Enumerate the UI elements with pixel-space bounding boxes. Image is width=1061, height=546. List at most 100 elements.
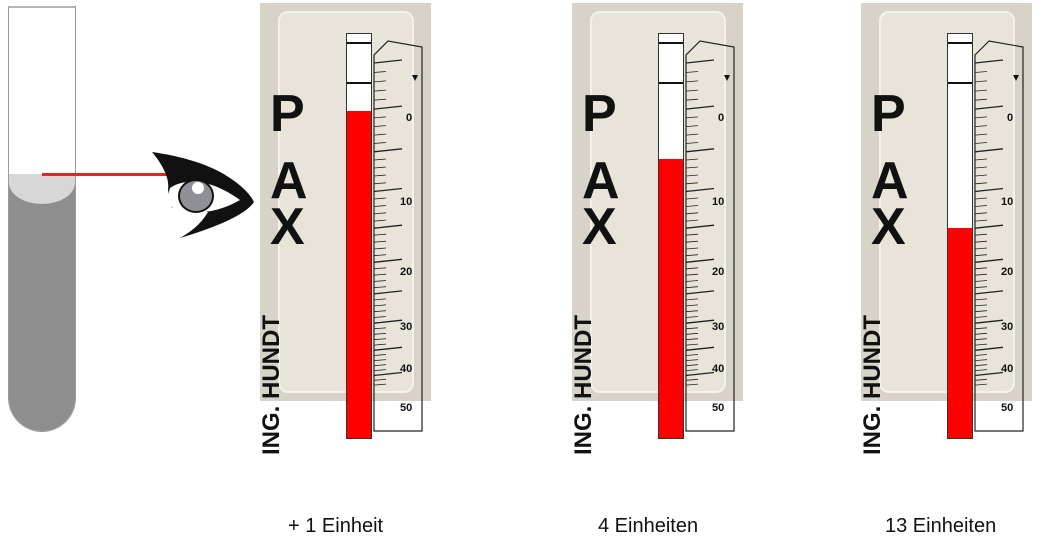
scale-tick — [974, 383, 988, 386]
scale-label: 0 — [1007, 112, 1014, 124]
scale-tick — [373, 125, 387, 127]
scale-tick — [974, 371, 1004, 377]
scale-tick — [974, 133, 988, 136]
scale-tick — [974, 338, 988, 341]
zero-arrow — [412, 75, 418, 81]
scale-tick — [685, 319, 715, 324]
caption-1: + 1 Einheit — [288, 515, 384, 537]
tube-liquid — [9, 176, 75, 431]
scale-tick — [373, 205, 387, 207]
brand-letter-x: X — [270, 198, 305, 256]
scale-tick — [373, 354, 387, 356]
scale-tick — [685, 378, 699, 381]
gauge-column — [947, 33, 973, 439]
scale-tick — [685, 166, 699, 169]
scale-tick — [685, 89, 699, 92]
scale-tick — [974, 240, 988, 243]
test-tube — [8, 6, 76, 432]
scale-tick — [373, 233, 387, 236]
scale-tick — [373, 280, 387, 282]
scale-tick — [685, 359, 699, 361]
scale-tick — [685, 233, 699, 236]
scale-tick — [685, 383, 699, 386]
scale-tick — [974, 364, 988, 367]
scale-tick — [974, 125, 988, 127]
scale-tick — [974, 205, 988, 207]
scale-tick — [974, 378, 988, 381]
scale-tick — [685, 71, 699, 73]
scale — [974, 40, 1024, 432]
scale-tick — [373, 369, 387, 371]
scale-tick — [974, 359, 988, 361]
scale-tick — [974, 304, 988, 307]
brand-letter-x: X — [871, 198, 906, 256]
scale-tick — [373, 71, 387, 73]
scale-tick — [685, 224, 715, 229]
scale-tick — [974, 369, 988, 371]
scale-tick — [373, 371, 403, 377]
scale-tick — [373, 187, 403, 193]
scale-tick — [685, 327, 699, 330]
scale-tick — [974, 174, 988, 177]
scale-tick — [373, 182, 387, 185]
scale-tick — [974, 182, 988, 185]
scale-tick — [974, 59, 1004, 64]
scale-tick — [974, 158, 988, 161]
scale-tick — [685, 254, 699, 257]
fill-bar — [347, 110, 371, 438]
scale-tick — [974, 80, 988, 83]
scale-label: 50 — [400, 402, 413, 414]
scale-tick — [373, 142, 387, 144]
scale-tick — [373, 327, 387, 330]
scale-tick — [685, 310, 699, 313]
scale-tick — [685, 247, 699, 250]
scale-tick — [685, 354, 699, 356]
scale-tick — [685, 258, 715, 263]
scale-tick — [974, 319, 1004, 324]
scale-tick — [685, 332, 699, 335]
scale-tick — [685, 280, 699, 282]
scale-tick — [373, 316, 387, 318]
brand-letter-a: A — [871, 152, 909, 210]
scale-tick — [685, 59, 715, 64]
scale-tick — [373, 319, 403, 324]
scale-tick — [974, 267, 988, 270]
scale-tick — [974, 254, 988, 257]
brand-letter-a: A — [270, 152, 308, 210]
zero-arrow — [1013, 75, 1019, 81]
scale-label: 50 — [712, 402, 725, 414]
scale-tick — [974, 273, 988, 276]
scale-label: 40 — [712, 363, 725, 375]
gauge-column — [658, 33, 684, 439]
scale-tick — [373, 273, 387, 276]
scale-tick — [373, 158, 387, 161]
maker-label: ING. HUNDT — [570, 315, 597, 455]
fill-bar — [948, 227, 972, 438]
scale-tick — [974, 197, 988, 200]
sight-line — [42, 173, 172, 176]
scale-tick — [685, 116, 699, 119]
scale-tick — [974, 280, 988, 282]
brand-letter-p: P — [871, 85, 906, 143]
scale-tick — [373, 304, 387, 307]
scale-label: 10 — [400, 196, 413, 208]
brand-letter-x: X — [582, 198, 617, 256]
scale-tick — [974, 105, 1004, 110]
scale-tick — [685, 148, 715, 153]
scale-tick — [373, 174, 387, 177]
scale-tick — [373, 343, 387, 346]
scale-tick — [373, 364, 387, 367]
scale-tick — [685, 187, 715, 193]
scale-tick — [974, 166, 988, 169]
scale-tick — [685, 125, 699, 127]
scale-tick — [974, 327, 988, 330]
scale-tick — [685, 174, 699, 177]
scale-tick — [685, 273, 699, 276]
scale-tick — [974, 258, 1004, 263]
scale-tick — [974, 298, 988, 301]
scale-tick — [974, 316, 988, 318]
scale-tick — [373, 286, 387, 289]
scale-tick — [685, 346, 715, 351]
scale-tick — [373, 224, 403, 229]
scale-tick — [974, 233, 988, 236]
